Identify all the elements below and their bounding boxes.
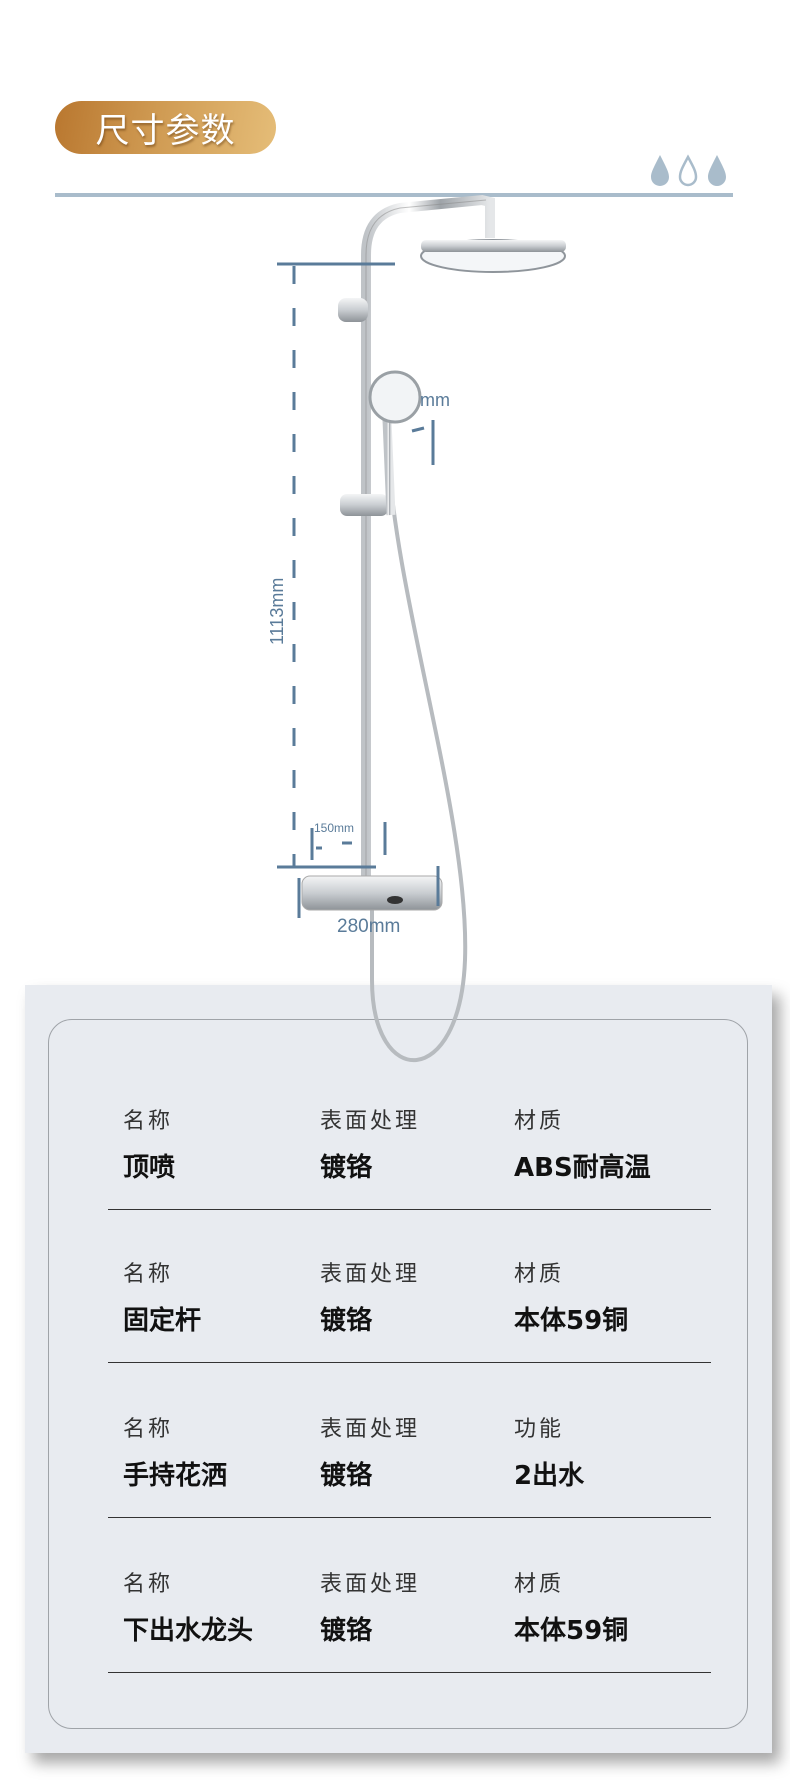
name-value: 下出水龙头 — [123, 1616, 254, 1646]
name-label: 名称 — [123, 1417, 174, 1442]
water-drops-icon — [651, 154, 726, 187]
row-divider — [108, 1517, 711, 1518]
spec-row: 名称固定杆 表面处理镀铬 材质本体59铜 — [108, 1256, 711, 1363]
finish-value: 镀铬 — [320, 1616, 373, 1646]
riser-pole — [361, 194, 495, 876]
finish-value: 镀铬 — [320, 1306, 373, 1336]
section-title: 尺寸参数 — [95, 111, 236, 151]
material-value: 本体59铜 — [514, 1616, 629, 1646]
material-value: ABS耐高温 — [514, 1153, 651, 1183]
thermostatic-mixer — [301, 875, 443, 911]
hand-shower-head — [368, 370, 422, 424]
function-value: 2出水 — [514, 1461, 585, 1491]
spec-row: 名称手持花洒 表面处理镀铬 功能 2出水 — [108, 1411, 711, 1518]
spec-panel — [25, 985, 772, 1753]
name-label: 名称 — [123, 1572, 174, 1597]
finish-label: 表面处理 — [320, 1262, 421, 1287]
pole-spacing-label: 150mm — [314, 821, 354, 835]
finish-label: 表面处理 — [320, 1572, 421, 1597]
row-divider — [108, 1672, 711, 1673]
spec-panel-border — [48, 1019, 748, 1729]
hand-shower-dimension-label: mm — [420, 390, 450, 410]
function-label: 功能 — [514, 1417, 565, 1442]
name-value: 固定杆 — [123, 1306, 202, 1336]
pole-clamp — [338, 298, 368, 322]
slide-holder — [340, 494, 388, 516]
mixer-width-label: 280mm — [337, 916, 400, 937]
header-divider — [55, 193, 733, 197]
height-dimension-label: 1113mm — [267, 578, 287, 645]
finish-label: 表面处理 — [320, 1417, 421, 1442]
material-label: 材质 — [514, 1572, 565, 1597]
name-label: 名称 — [123, 1109, 174, 1134]
row-divider — [108, 1362, 711, 1363]
spec-row: 名称下出水龙头 表面处理镀铬 材质本体59铜 — [108, 1566, 711, 1673]
finish-value: 镀铬 — [320, 1461, 373, 1491]
material-value: 本体59铜 — [514, 1306, 629, 1336]
section-title-badge: 尺寸参数 — [55, 101, 276, 154]
name-value: 手持花洒 — [123, 1461, 228, 1491]
name-value: 顶喷 — [123, 1153, 176, 1183]
material-label: 材质 — [514, 1262, 565, 1287]
name-label: 名称 — [123, 1262, 174, 1287]
finish-value: 镀铬 — [320, 1153, 373, 1183]
row-divider — [108, 1209, 711, 1210]
material-label: 材质 — [514, 1109, 565, 1134]
spec-row: 名称顶喷 表面处理镀铬 材质 ABS耐高温 — [108, 1103, 711, 1210]
finish-label: 表面处理 — [320, 1109, 421, 1134]
hose — [370, 449, 468, 1063]
